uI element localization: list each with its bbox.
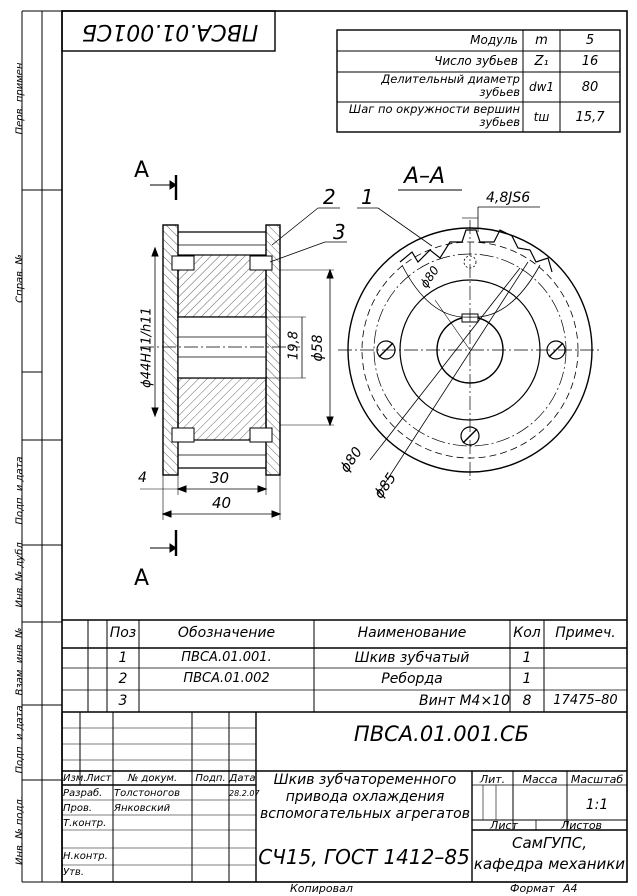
dim-30: 30 (210, 469, 230, 487)
param-val-teeth: 16 (581, 54, 599, 69)
spec-row-3-kol: 8 (522, 693, 532, 709)
spec-header-prim: Примеч. (555, 625, 616, 641)
spec-row-1-kol: 1 (522, 650, 532, 666)
spec-header-naim: Наименование (357, 625, 467, 641)
podp-data-label-1: Подп. и дата (14, 456, 26, 525)
lit-label: Лит. (479, 773, 506, 786)
dim-40: 40 (212, 494, 232, 512)
col-podp: Подп. (195, 773, 226, 784)
spec-row-2-kol: 1 (522, 671, 532, 687)
col-izm: Изм. (63, 773, 87, 784)
razrab-date: 28.2.07 (229, 789, 260, 798)
spec-table-grid (62, 619, 627, 713)
spec-row-2-oboz: ПВСА.01.002 (183, 671, 270, 686)
doc-code: ПВСА.01.001.СБ (353, 722, 530, 746)
section-letter-top: А (134, 158, 150, 183)
section-letter-bottom: А (134, 566, 150, 591)
param-val-diameter: 80 (581, 80, 599, 95)
col-list: Лист (86, 773, 112, 784)
prov-name: Янковский (114, 803, 171, 814)
spec-row-2-pos: 2 (118, 671, 128, 687)
listov-label: Листов (560, 819, 603, 832)
inv-podl-label: Инв. № подл. (14, 796, 26, 865)
title-block-grid (61, 712, 627, 882)
param-sym-pitch: tш (533, 110, 550, 124)
spec-row-1-naim: Шкив зубчатый (354, 650, 470, 666)
param-name-teeth: Число зубьев (434, 54, 518, 68)
nkontr-label: Н.контр. (63, 851, 108, 862)
spec-row-3-naim: Винт М4×10 (419, 693, 510, 709)
spec-row-1-pos: 1 (118, 650, 128, 666)
razrab-name: Толстоногов (114, 788, 180, 799)
list-label: Лист (490, 819, 518, 832)
material: СЧ15, ГОСТ 1412–85 (258, 845, 470, 869)
col-data: Дата (229, 773, 256, 784)
dim-4: 4 (138, 470, 147, 486)
dim-44: ϕ44H11/h11 (139, 307, 155, 388)
podp-data-label-2: Подп. и дата (14, 705, 26, 774)
view-title: А–А (404, 164, 446, 189)
razrab-label: Разраб. (63, 788, 103, 799)
org-line-1: СамГУПС, (512, 834, 587, 852)
dim-58: ϕ58 (310, 334, 326, 362)
sprav-no-label: Справ. № (14, 254, 26, 303)
spec-row-3-pos: 3 (118, 693, 128, 709)
leader-2: 2 (323, 185, 336, 209)
spec-row-2-naim: Реборда (381, 671, 443, 687)
format-label: Формат (510, 882, 555, 895)
param-sym-modul: m (535, 33, 548, 48)
col-ndokum: № докум. (127, 773, 178, 784)
perv-primen-label: Перв. примен (14, 62, 26, 135)
inv-dubl-label: Инв. № дубл. (14, 539, 26, 608)
spec-row-1-oboz: ПВСА.01.001. (181, 650, 272, 665)
dim-19-8: 19,8 (286, 331, 302, 360)
scale-value: 1:1 (585, 797, 609, 813)
leader-3: 3 (333, 220, 346, 244)
spec-header-kol: Кол (513, 625, 541, 641)
top-code: ПВСА.01.001СБ (81, 19, 259, 44)
param-name-diameter: Делительный диаметр зубьев (381, 72, 520, 99)
fit-label: 4,8JS6 (486, 190, 531, 206)
param-name-pitch: Шаг по окружности вершин зубьев (348, 102, 520, 129)
param-table-grid (336, 29, 621, 133)
param-name-modul: Модуль (470, 33, 518, 47)
format-value: А4 (563, 882, 578, 895)
org-line-2: кафедра механики (473, 855, 626, 873)
spec-header-pos: Поз (109, 625, 137, 641)
massa-label: Масса (522, 773, 558, 786)
doc-title: Шкив зубчатоременного привода охлаждения… (260, 772, 470, 822)
tkontr-label: Т.контр. (63, 818, 107, 829)
param-val-modul: 5 (585, 33, 595, 48)
prov-label: Пров. (63, 803, 93, 814)
utv-label: Утв. (63, 867, 84, 878)
spec-header-oboz: Обозначение (177, 625, 276, 641)
param-sym-teeth: Z₁ (534, 54, 549, 69)
vzam-inv-label: Взам. инв. № (14, 627, 26, 696)
kopiroval-label: Копировал (290, 882, 353, 895)
front-view-A-A (338, 189, 602, 495)
leader-1: 1 (361, 185, 374, 209)
side-section-view (140, 175, 347, 556)
spec-row-3-prim: 17475–80 (553, 693, 618, 708)
masshtab-label: Масштаб (570, 773, 624, 786)
param-val-pitch: 15,7 (575, 110, 605, 125)
param-sym-diameter: dw1 (528, 80, 555, 94)
